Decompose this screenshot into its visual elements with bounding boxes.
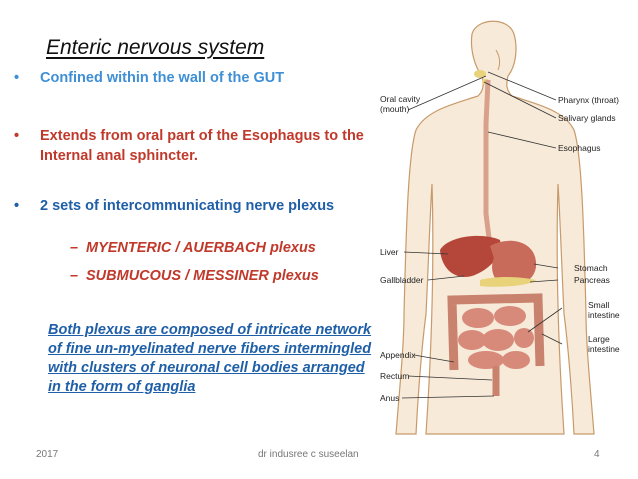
leader-line xyxy=(487,131,557,149)
label-esophagus: Esophagus xyxy=(558,143,601,153)
intestine-loop xyxy=(468,351,504,369)
footer-year: 2017 xyxy=(36,449,59,460)
sub-bullet-text: SUBMUCOUS / MESSINER plexus xyxy=(86,268,319,284)
bullet-text: Confined within the wall of the GUT xyxy=(40,70,285,86)
bullet-dot: • xyxy=(14,198,20,214)
label-gallbladder: Gallbladder xyxy=(380,275,424,285)
intestine-loop xyxy=(494,306,526,326)
face-profile xyxy=(495,49,501,71)
label-appendix: Appendix xyxy=(380,350,416,360)
bullet-dot: • xyxy=(14,70,20,86)
liver-shape xyxy=(440,235,501,277)
small-intestine-shape xyxy=(458,306,534,369)
large-intestine-shape xyxy=(447,293,545,371)
intestine-loop xyxy=(514,328,534,348)
leader-line xyxy=(403,251,449,255)
label-stomach: Stomach xyxy=(574,263,608,273)
esophagus-shape xyxy=(483,79,493,247)
leader-line xyxy=(407,375,493,381)
intestine-loop xyxy=(462,308,494,328)
sub-bullet-dash: – xyxy=(70,268,79,284)
leader-line xyxy=(401,395,495,399)
salivary-gland-shape xyxy=(474,70,486,78)
bullet-text: Extends from oral part of the Esophagus … xyxy=(40,128,364,164)
leader-line xyxy=(413,354,455,363)
footer-author: dr indusree c suseelan xyxy=(258,449,359,460)
intestine-loop xyxy=(458,330,486,350)
leader-line xyxy=(527,307,563,333)
label-small-intestine: Small xyxy=(588,300,609,310)
label-oral-cavity-mouth: (mouth) xyxy=(380,104,409,114)
digestive-system-diagram: Oral cavity (mouth) Pharynx (throat) Sal… xyxy=(380,20,620,435)
label-small-intestine-2: intestine xyxy=(588,310,620,320)
bullet-text: 2 sets of intercommunicating nerve plexu… xyxy=(40,198,335,214)
stomach-shape xyxy=(490,240,537,286)
intestine-loop xyxy=(482,329,514,351)
leader-line xyxy=(533,263,559,269)
label-anus: Anus xyxy=(380,393,399,403)
label-liver: Liver xyxy=(380,247,399,257)
plexus-note: Both plexus are composed of intricate ne… xyxy=(48,322,372,395)
leader-line xyxy=(427,275,465,281)
label-pancreas: Pancreas xyxy=(574,275,610,285)
leader-line xyxy=(541,333,563,345)
slide-title: Enteric nervous system xyxy=(46,36,265,59)
label-oral-cavity: Oral cavity xyxy=(380,94,421,104)
leader-line xyxy=(407,75,487,111)
pancreas-shape xyxy=(480,277,536,287)
intestine-loop xyxy=(502,351,530,369)
leader-line xyxy=(529,279,559,283)
label-rectum: Rectum xyxy=(380,371,409,381)
label-pharynx: Pharynx (throat) xyxy=(558,95,619,105)
leader-line xyxy=(487,71,557,101)
sub-bullet-dash: – xyxy=(70,240,79,256)
leader-lines xyxy=(401,71,563,399)
sub-bullet-text: MYENTERIC / AUERBACH plexus xyxy=(86,240,316,256)
leader-line xyxy=(483,81,557,119)
bullet-dot: • xyxy=(14,128,20,144)
body-outline xyxy=(395,20,595,435)
label-large-intestine: Large xyxy=(588,334,610,344)
label-salivary-glands: Salivary glands xyxy=(558,113,616,123)
footer-page-number: 4 xyxy=(594,449,600,460)
label-large-intestine-2: intestine xyxy=(588,344,620,354)
